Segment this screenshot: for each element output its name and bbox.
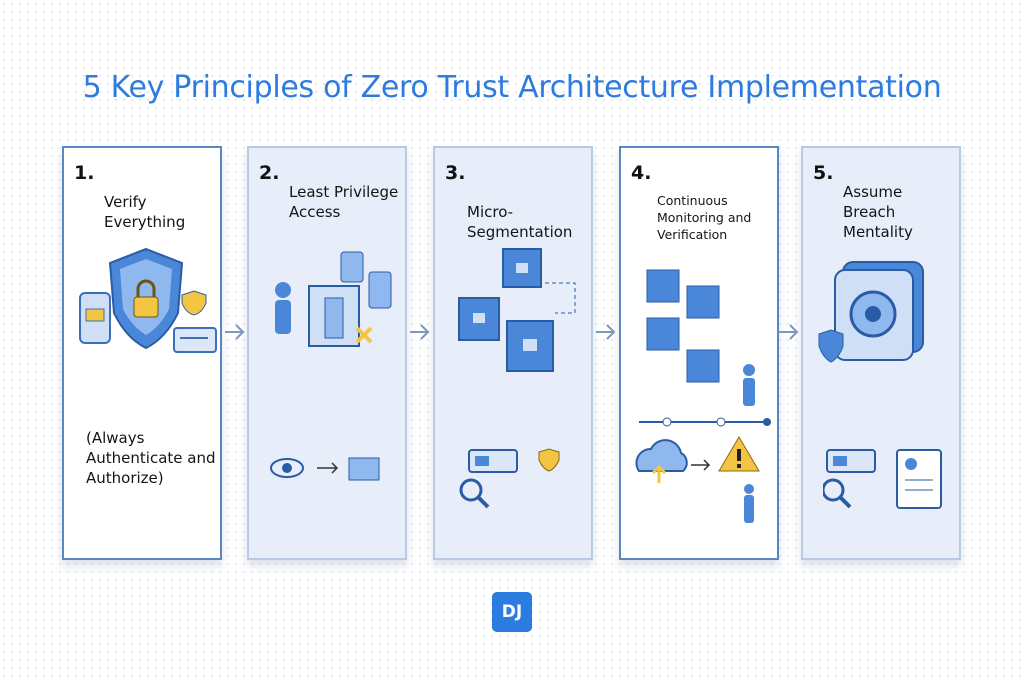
- principle-title: Verify Everything: [104, 193, 186, 231]
- principle-card-continuous-monitoring: 4. Continuous Monitoring and Verificatio…: [619, 146, 779, 560]
- arrow-right-icon: [596, 324, 616, 340]
- principle-title: Assume Breach Mentality: [843, 183, 913, 241]
- arrow-right-icon: [410, 324, 430, 340]
- principle-card-micro-segmentation: 3. Micro-Segmentation: [433, 146, 593, 560]
- page-title: 5 Key Principles of Zero Trust Architect…: [82, 70, 942, 105]
- principle-card-least-privilege: 2. Least Privilege Access: [247, 146, 407, 560]
- principle-number: 4.: [631, 162, 652, 184]
- principle-card-assume-breach: 5. Assume Breach Mentality: [801, 146, 961, 560]
- access-door-icon: [275, 251, 392, 347]
- principle-note: (Always Authenticate and Authorize): [86, 429, 216, 487]
- cloud-alert-icon: [635, 436, 760, 523]
- arrow-right-icon: [225, 324, 245, 340]
- shield-lock-icon: [79, 247, 217, 353]
- vault-shield-icon: [818, 261, 924, 363]
- principle-title: Least Privilege Access: [289, 183, 399, 221]
- monitoring-network-icon: [639, 269, 771, 427]
- id-card-search-icon: [459, 448, 560, 509]
- principle-number: 1.: [74, 162, 95, 184]
- principle-card-verify-everything: 1. Verify Everything (Always Authenticat…: [62, 146, 222, 560]
- id-card-search-document-icon: [823, 449, 942, 509]
- principle-number: 2.: [259, 162, 280, 184]
- principle-number: 3.: [445, 162, 466, 184]
- principle-number: 5.: [813, 162, 834, 184]
- segmented-lock-cubes-icon: [458, 248, 576, 372]
- eye-to-document-icon: [270, 457, 380, 481]
- principle-title: Micro-Segmentation: [467, 203, 573, 241]
- principle-title: Continuous Monitoring and Verification: [657, 193, 752, 242]
- dj-logo: DJ: [492, 592, 532, 632]
- arrow-right-icon: [779, 324, 799, 340]
